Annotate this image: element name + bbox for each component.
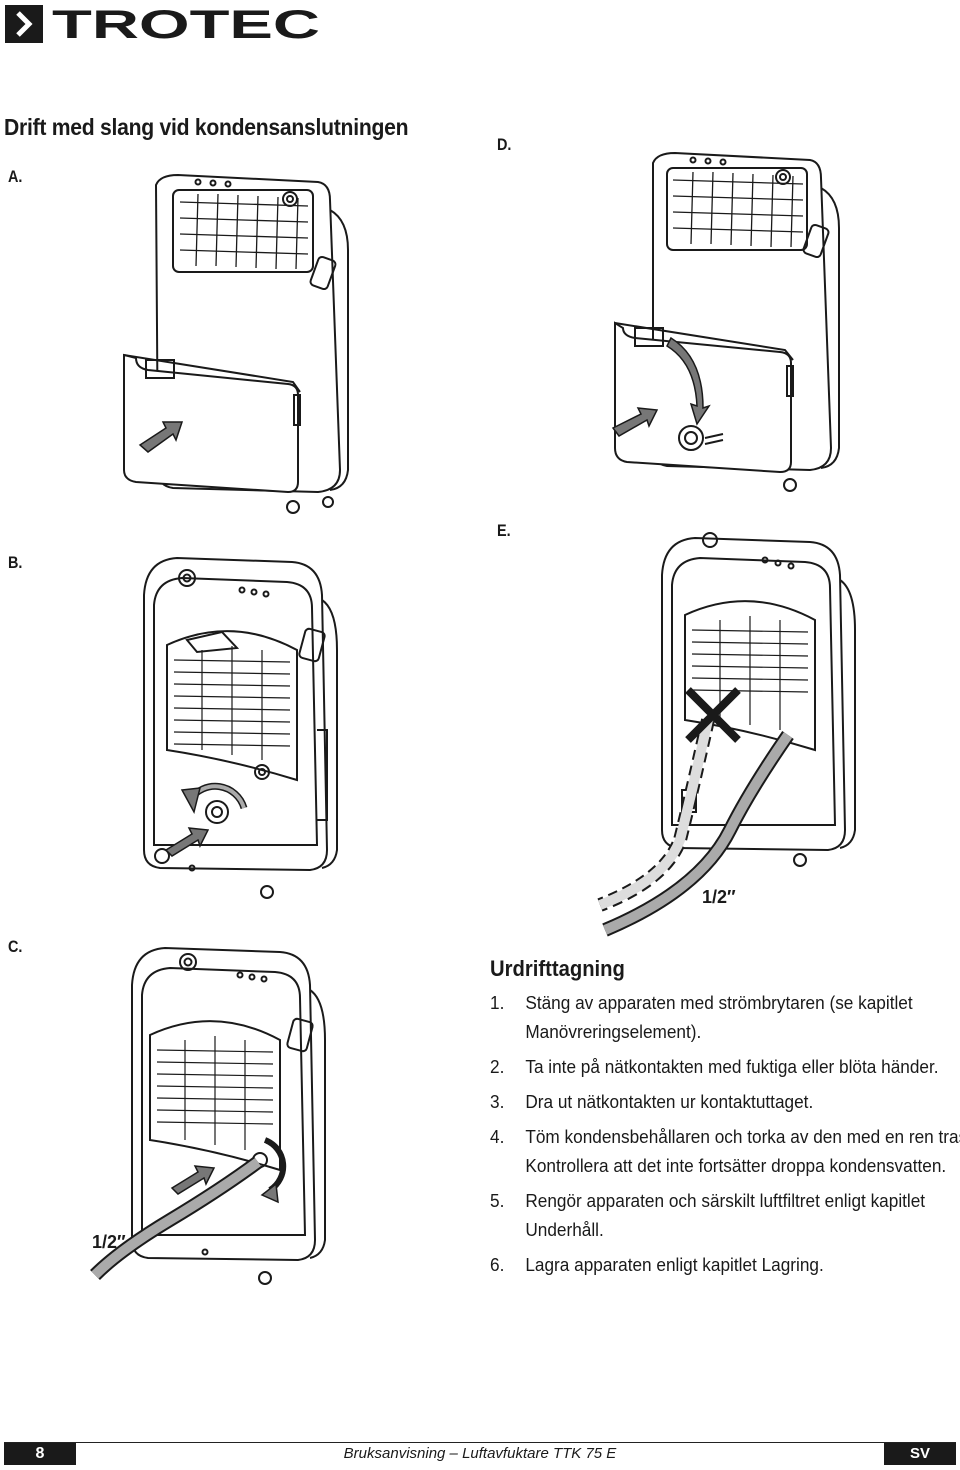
figure-a-illustration: [123, 173, 349, 514]
figure-d-illustration: [611, 151, 840, 492]
figure-e-hose-label: 1/2″: [702, 887, 736, 907]
instruction-step: 2.Ta inte på nätkontakten med fuktiga el…: [490, 1056, 939, 1077]
instruction-step: 3.Dra ut nätkontakten ur kontaktuttaget.: [490, 1091, 814, 1112]
instruction-step: 5.Rengör apparaten och särskilt luftfilt…: [490, 1190, 926, 1240]
instructions-title: Urdrifttagning: [490, 956, 625, 981]
instructions-list: 1.Stäng av apparaten med strömbrytaren (…: [490, 988, 960, 1285]
page-number: 8: [4, 1443, 76, 1465]
figure-c-hose-label: 1/2″: [92, 1232, 126, 1252]
figure-e-label: E.: [497, 521, 511, 540]
brand-name: TROTEC: [52, 4, 320, 44]
figure-c-label: C.: [8, 937, 23, 956]
figure-b-label: B.: [8, 553, 23, 572]
instruction-step: 6.Lagra apparaten enligt kapitlet Lagrin…: [490, 1254, 824, 1275]
figure-d-label: D.: [497, 135, 512, 154]
footer-title: Bruksanvisning – Luftavfuktare TTK 75 E: [343, 1445, 617, 1462]
page-footer: 8 Bruksanvisning – Luftavfuktare TTK 75 …: [4, 1442, 956, 1465]
section-title: Drift med slang vid kondensanslutningen: [4, 114, 409, 140]
trotec-logo: TROTEC: [5, 4, 320, 44]
figure-a-label: A.: [8, 167, 23, 186]
instruction-step: 1.Stäng av apparaten med strömbrytaren (…: [490, 992, 913, 1042]
instruction-step: 4.Töm kondensbehållaren och torka av den…: [490, 1126, 960, 1176]
language-badge: SV: [884, 1443, 956, 1465]
figure-c-illustration: [90, 946, 326, 1285]
figure-e-illustration: [597, 532, 856, 937]
figure-b-illustration: [143, 556, 338, 899]
